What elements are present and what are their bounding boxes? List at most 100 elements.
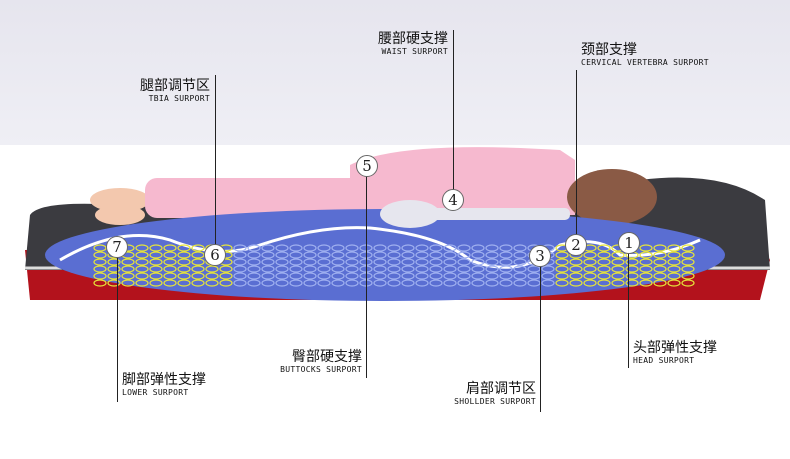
- spring-coil: [457, 279, 471, 287]
- spring-coil: [415, 272, 429, 280]
- spring-coil: [401, 272, 415, 280]
- spring-coil: [261, 258, 275, 266]
- spring-coil: [401, 244, 415, 252]
- spring-coil: [681, 279, 695, 287]
- spring-coil: [555, 265, 569, 273]
- leader-line-7: [117, 257, 118, 402]
- spring-coil: [541, 265, 555, 273]
- spring-coil: [471, 272, 485, 280]
- spring-coil: [485, 272, 499, 280]
- label-cn: 腿部调节区: [140, 78, 210, 94]
- spring-coil: [331, 265, 345, 273]
- spring-coil: [513, 279, 527, 287]
- spring-coil: [667, 258, 681, 266]
- spring-coil: [289, 279, 303, 287]
- callout-number-6: 6: [204, 244, 226, 266]
- spring-coil: [401, 265, 415, 273]
- spring-coil: [261, 244, 275, 252]
- callout-number-2: 2: [565, 234, 587, 256]
- spring-coil: [93, 258, 107, 266]
- spring-coil: [233, 279, 247, 287]
- label-en: SHOLLDER SURPORT: [454, 397, 536, 406]
- spring-coil: [443, 265, 457, 273]
- spring-coil: [93, 272, 107, 280]
- spring-coil: [135, 279, 149, 287]
- spring-coil: [107, 272, 121, 280]
- spring-coil: [499, 265, 513, 273]
- spring-coil: [373, 272, 387, 280]
- spring-coil: [345, 244, 359, 252]
- spring-coil: [415, 265, 429, 273]
- spring-coil: [331, 272, 345, 280]
- spring-coil: [317, 272, 331, 280]
- leader-line-2: [576, 70, 577, 235]
- spring-coil: [639, 272, 653, 280]
- spring-coil: [443, 244, 457, 252]
- label-en: HEAD SURPORT: [633, 356, 695, 365]
- spring-coil: [247, 272, 261, 280]
- spring-coil: [373, 258, 387, 266]
- spring-coil: [149, 279, 163, 287]
- spring-coil: [331, 251, 345, 259]
- spring-coil: [415, 279, 429, 287]
- spring-coil: [415, 244, 429, 252]
- spring-coil: [289, 251, 303, 259]
- spring-coil: [317, 258, 331, 266]
- spring-coil: [303, 258, 317, 266]
- spring-coil: [583, 279, 597, 287]
- spring-coil: [415, 258, 429, 266]
- spring-coil: [653, 251, 667, 259]
- spring-coil: [429, 251, 443, 259]
- leader-line-5: [366, 176, 367, 378]
- spring-coil: [443, 279, 457, 287]
- leader-line-6: [215, 75, 216, 245]
- spring-coil: [373, 279, 387, 287]
- spring-coil: [149, 258, 163, 266]
- spring-coil: [149, 272, 163, 280]
- spring-coil: [303, 265, 317, 273]
- spring-coil: [107, 279, 121, 287]
- label-cn: 脚部弹性支撑: [122, 372, 206, 388]
- spring-coil: [639, 251, 653, 259]
- spring-coil: [177, 251, 191, 259]
- spring-coil: [163, 244, 177, 252]
- spring-coil: [177, 258, 191, 266]
- spring-coil: [331, 244, 345, 252]
- spring-coil: [681, 251, 695, 259]
- spring-coil: [429, 265, 443, 273]
- spring-coil: [513, 251, 527, 259]
- spring-coil: [191, 258, 205, 266]
- spring-coil: [275, 265, 289, 273]
- spring-coil: [177, 244, 191, 252]
- leader-line-3: [540, 266, 541, 412]
- spring-coil: [373, 244, 387, 252]
- label-en: LOWER SURPORT: [122, 388, 189, 397]
- spring-coil: [275, 251, 289, 259]
- spring-coil: [569, 258, 583, 266]
- spring-coil: [653, 258, 667, 266]
- spring-coil: [233, 272, 247, 280]
- spring-coil: [681, 272, 695, 280]
- spring-coil: [415, 251, 429, 259]
- spring-coil: [317, 244, 331, 252]
- spring-coil: [261, 279, 275, 287]
- spring-coil: [387, 251, 401, 259]
- spring-coil: [485, 279, 499, 287]
- spring-coil: [583, 258, 597, 266]
- spring-coil: [93, 251, 107, 259]
- spring-coil: [177, 279, 191, 287]
- spring-coil: [499, 279, 513, 287]
- label-en: CERVICAL VERTEBRA SURPORT: [581, 58, 709, 67]
- spring-coil: [597, 272, 611, 280]
- spring-coil: [625, 272, 639, 280]
- spring-coil: [345, 251, 359, 259]
- spring-coil: [191, 265, 205, 273]
- spring-coil: [261, 251, 275, 259]
- spring-coil: [401, 258, 415, 266]
- spring-coil: [317, 279, 331, 287]
